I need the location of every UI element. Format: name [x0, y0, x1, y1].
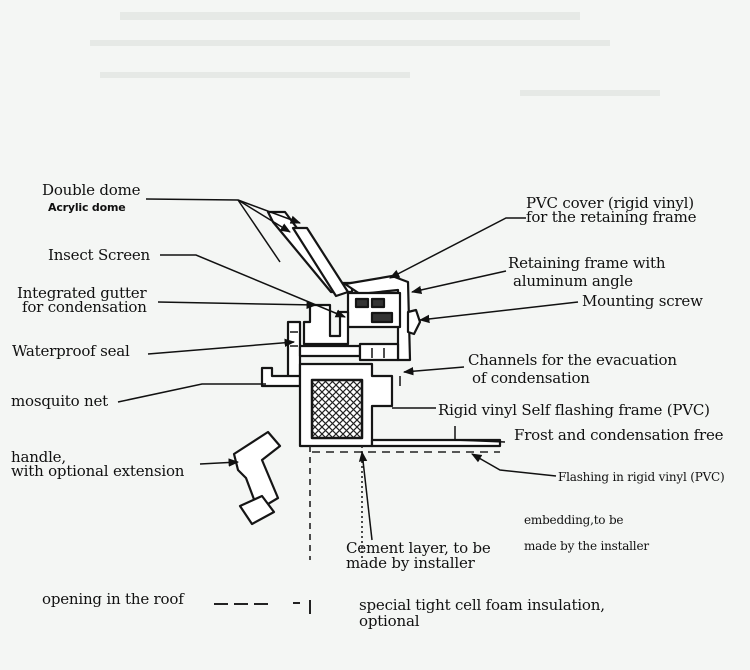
label-mosquito-net: mosquito net [11, 392, 109, 410]
faded-background-text [90, 12, 660, 96]
handle [232, 430, 282, 512]
label-flashing: Flashing in rigid vinyl (PVC) [558, 470, 725, 484]
label-pvc-cover-2: for the retaining frame [526, 208, 697, 226]
mounting-screw [406, 308, 422, 336]
label-cement: Cement layer, to be [346, 539, 491, 557]
label-opening-roof: opening in the roof [42, 590, 184, 608]
label-integrated-gutter-2: for condensation [22, 298, 147, 316]
label-retaining-frame-2: aluminum angle [513, 272, 633, 290]
label-retaining-frame: Retaining frame with [508, 254, 666, 272]
foam-insulation-block [310, 378, 364, 440]
label-rigid-vinyl: Rigid vinyl Self flashing frame (PVC) [438, 401, 710, 419]
label-channels: Channels for the evacuation [468, 351, 677, 369]
waterproof-seal-strip [298, 344, 362, 358]
label-insect-screen: Insect Screen [48, 246, 151, 264]
label-cement-2: made by installer [346, 554, 475, 572]
roof-opening-lines [214, 446, 500, 614]
label-embedding: embedding,to be [524, 513, 624, 527]
label-acrylic-dome: Acrylic dome [48, 201, 126, 214]
label-channels-2: of condensation [472, 369, 590, 387]
label-handle-2: with optional extension [11, 462, 185, 480]
label-handle: handle, [11, 448, 66, 466]
label-mounting-screw: Mounting screw [582, 292, 703, 310]
label-double-dome: Double dome [42, 181, 141, 199]
label-waterproof-seal: Waterproof seal [12, 342, 130, 360]
label-integrated-gutter: Integrated gutter [17, 284, 147, 302]
handle-extension [238, 494, 276, 526]
leader-lines [117, 198, 579, 541]
label-frost-free: Frost and condensation free [514, 426, 724, 444]
integrated-gutter [302, 303, 350, 346]
label-embedding-2: made by the installer [524, 539, 649, 553]
window-section [232, 210, 502, 526]
condensation-channels [358, 342, 400, 362]
dome-inner-sheet [291, 226, 350, 298]
label-foam: special tight cell foam insulation, [359, 596, 605, 614]
label-pvc-cover: PVC cover (rigid vinyl) [526, 194, 694, 212]
sash-profile [286, 320, 302, 380]
label-foam-2: optional [359, 612, 420, 630]
